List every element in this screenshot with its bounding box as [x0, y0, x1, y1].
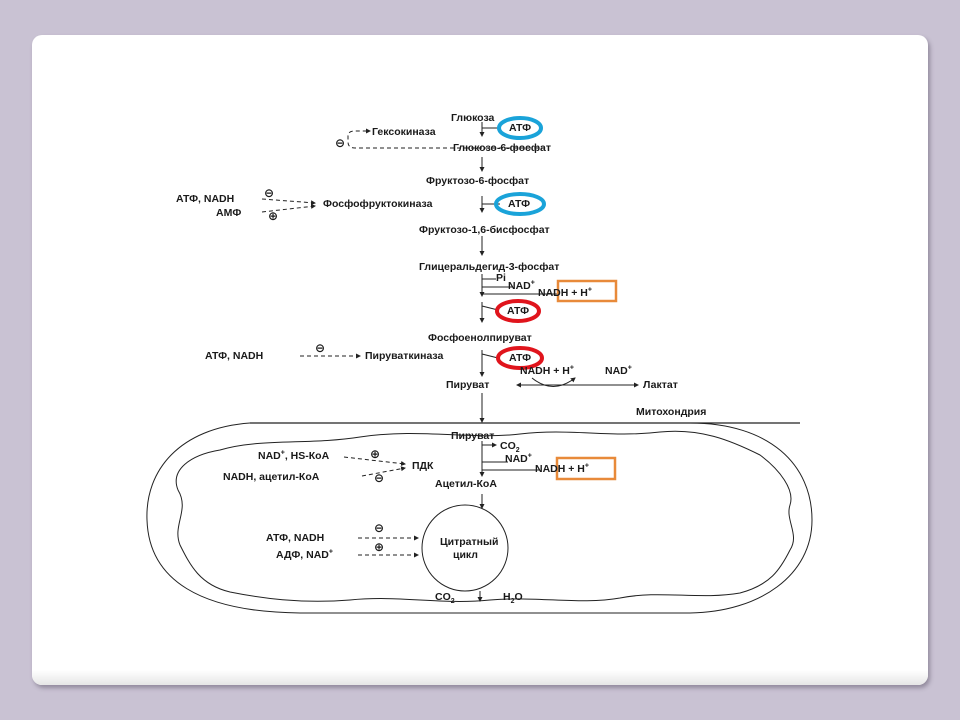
label-atp-2: АТФ: [508, 198, 531, 210]
label-hexokinase: Гексокиназа: [372, 126, 436, 138]
pdc-inhibitors: NADH, ацетил-КоА: [223, 471, 320, 483]
nadh-box-pdc: [555, 456, 617, 481]
atp-ring-pfk: [494, 192, 546, 216]
hk-feedback-line: [347, 128, 545, 149]
label-acetyl-coa: Ацетил-КоА: [435, 478, 497, 490]
mito-inner-membrane: [175, 430, 795, 602]
label-pi: Pi: [496, 272, 506, 284]
atp-ring-hexokinase: [497, 116, 543, 140]
label-atp-3: АТФ: [507, 305, 530, 317]
label-pep: Фосфоенолпируват: [428, 332, 532, 344]
pdc-plus-sign: ⊕: [370, 447, 381, 461]
label-pfk: Фосфофруктокиназа: [323, 198, 433, 210]
label-lactate: Лактат: [643, 379, 678, 391]
pfk-inhibitors: АТФ, NADH: [176, 193, 235, 205]
label-glucose: Глюкоза: [451, 112, 495, 124]
pfk-activator: АМФ: [216, 207, 242, 219]
pfk-plus-sign: ⊕: [268, 209, 279, 223]
pk-inhibitors: АТФ, NADH: [205, 350, 264, 362]
pdc-activators: NAD+, HS-КоА: [258, 449, 330, 463]
slide-card: [32, 35, 928, 685]
label-atp-1: АТФ: [509, 122, 532, 134]
hk-inhibit-sign: ⊖: [335, 136, 346, 150]
tca-inhibitors: АТФ, NADH: [266, 532, 325, 544]
citrate-cycle-circle: [421, 504, 509, 592]
pdc-minus-sign: ⊖: [374, 471, 385, 485]
label-nadh-h-lactate: NADH + H+: [520, 364, 574, 378]
tca-minus-sign: ⊖: [374, 521, 385, 535]
label-product-h2o: H2O: [503, 591, 523, 606]
label-mitochondria: Митохондрия: [636, 406, 707, 418]
atp-ring-pgk: [495, 299, 541, 323]
tca-activators: АДФ, NAD+: [276, 548, 333, 562]
label-pyruvate: Пируват: [446, 379, 490, 391]
label-g3p: Глицеральдегид-3-фосфат: [419, 261, 560, 273]
label-f16bp: Фруктозо-1,6-бисфосфат: [419, 224, 550, 236]
atp-ring-pk: [496, 346, 544, 370]
label-product-co2: CO2: [435, 591, 455, 606]
label-g6p: Глюкозо-6-фосфат: [453, 142, 551, 154]
tca-plus-sign: ⊕: [374, 540, 385, 554]
label-nad-plus-lactate: NAD+: [605, 364, 632, 378]
label-f6p: Фруктозо-6-фосфат: [426, 175, 530, 187]
label-pdc: ПДК: [412, 460, 434, 472]
label-atp-4: АТФ: [509, 352, 532, 364]
label-tca-line2: цикл: [453, 549, 478, 561]
label-mito-nad-plus: NAD+: [505, 452, 532, 466]
mito-outer-membrane: [146, 422, 813, 614]
slide-bottom-edge: [32, 670, 928, 685]
label-nad-plus-1: NAD+: [508, 279, 535, 293]
label-nadh-h-1: NADH + H+: [538, 286, 592, 300]
label-mito-nadh-h: NADH + H+: [535, 462, 589, 476]
nadh-box-glycolysis: [556, 279, 618, 303]
label-mito-pyruvate: Пируват: [451, 430, 495, 442]
label-pyruvate-kinase: Пируваткиназа: [365, 350, 444, 362]
pfk-minus-sign: ⊖: [264, 186, 275, 200]
label-tca-line1: Цитратный: [440, 536, 499, 548]
pk-minus-sign: ⊖: [315, 341, 326, 355]
label-co2: CO2: [500, 440, 520, 455]
